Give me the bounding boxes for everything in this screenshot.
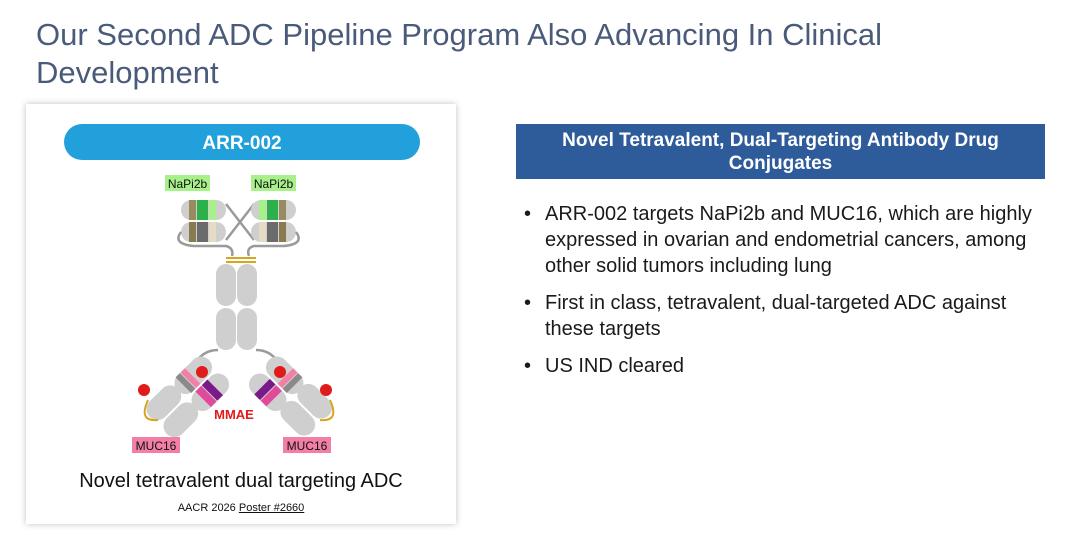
- bullet-text: First in class, tetravalent, dual-target…: [545, 292, 1007, 340]
- antibody-diagram: ARR-002 NaPi2b NaPi2b: [64, 124, 420, 453]
- payload-dot: [320, 384, 332, 396]
- bullet-icon: •: [524, 203, 532, 225]
- payload-dot: [138, 384, 150, 396]
- muc16-tag-left: [132, 437, 180, 453]
- info-header: Novel Tetravalent, Dual-Targeting Antibo…: [516, 124, 1045, 179]
- bullet-list: • ARR-002 targets NaPi2b and MUC16, which…: [522, 201, 1042, 390]
- payload-dot: [274, 366, 286, 378]
- muc16-tag-right-label: MUC16: [287, 439, 328, 453]
- figure-source: AACR 2026 Poster #2660: [26, 502, 456, 514]
- napi2b-tag-right-label: NaPi2b: [254, 177, 294, 191]
- list-item: • ARR-002 targets NaPi2b and MUC16, which…: [522, 201, 1042, 279]
- muc16-fab-right: [248, 348, 335, 436]
- list-item: • First in class, tetravalent, dual-targe…: [522, 290, 1042, 342]
- napi2b-tag-left: [165, 175, 210, 191]
- figure-panel: ARR-002 NaPi2b NaPi2b: [26, 104, 456, 524]
- napi2b-tag-right: [251, 175, 296, 191]
- name-pill: [64, 124, 420, 160]
- slide-title: Our Second ADC Pipeline Program Also Adv…: [36, 17, 883, 90]
- bullet-icon: •: [524, 292, 532, 314]
- payload-dot: [196, 366, 208, 378]
- list-item: • US IND cleared: [522, 353, 1042, 379]
- muc16-tag-left-label: MUC16: [136, 439, 177, 453]
- name-pill-label: ARR-002: [202, 133, 281, 154]
- poster-link[interactable]: Poster #2660: [238, 502, 305, 514]
- muc16-fab-left: [138, 348, 230, 438]
- napi2b-tag-left-label: NaPi2b: [168, 177, 208, 191]
- payload-label: MMAE: [214, 407, 254, 422]
- bullet-text: ARR-002 targets NaPi2b and MUC16, which …: [545, 203, 1032, 277]
- bullet-text: US IND cleared: [545, 355, 684, 377]
- figure-caption: Novel tetravalent dual targeting ADC: [79, 470, 403, 492]
- fc-stem: [216, 264, 257, 350]
- bullet-icon: •: [524, 355, 532, 377]
- napi2b-binding-domains: [177, 200, 300, 257]
- source-prefix: AACR 2026: [177, 502, 239, 514]
- muc16-tag-right: [283, 437, 331, 453]
